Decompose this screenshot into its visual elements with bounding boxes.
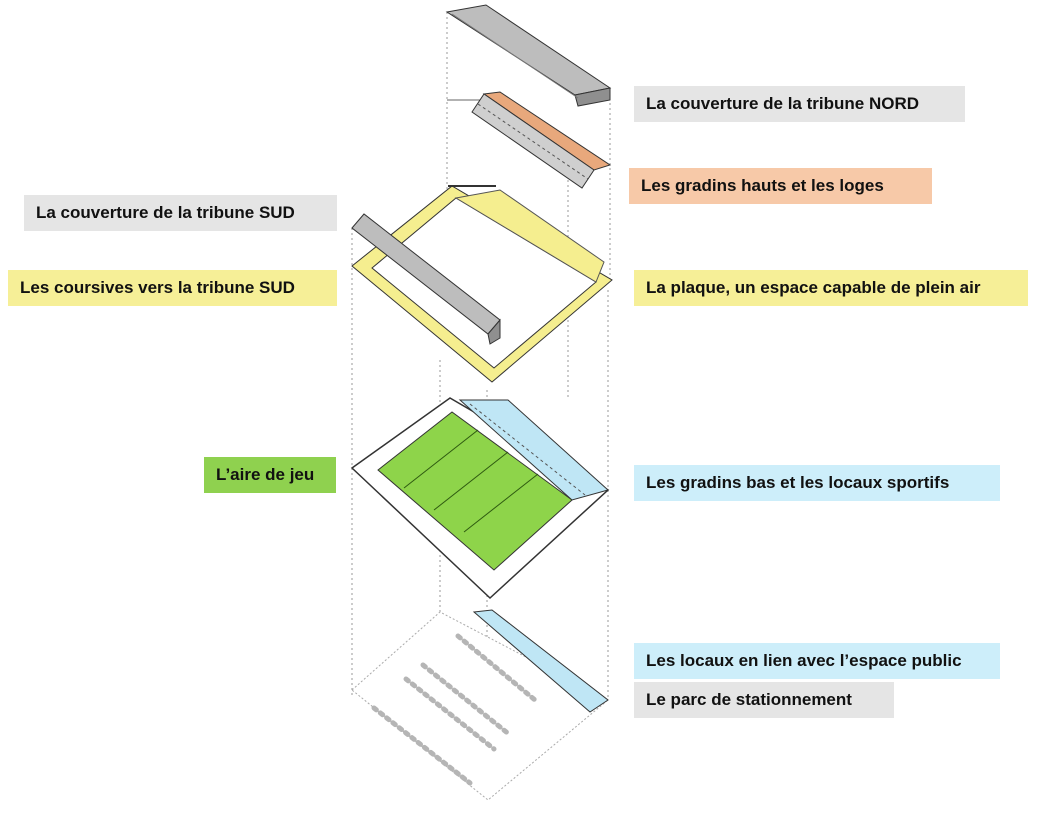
pitch-level <box>350 397 610 600</box>
pitch-line <box>433 451 509 511</box>
south-roof <box>351 213 501 345</box>
parking-row <box>371 705 473 786</box>
public-locaux <box>472 609 609 713</box>
south-roof-edge <box>487 318 501 345</box>
label-public-locaux: Les locaux en lien avec l’espace public <box>634 643 1000 679</box>
north-roof-edge <box>574 87 611 107</box>
label-pitch: L’aire de jeu <box>204 457 336 493</box>
label-walkways: Les coursives vers la tribune SUD <box>8 270 337 306</box>
upper-stands <box>447 91 612 189</box>
label-south-roof: La couverture de la tribune SUD <box>24 195 337 231</box>
label-upper-stands: Les gradins hauts et les loges <box>629 168 932 204</box>
parking-row <box>420 662 513 738</box>
label-north-roof: La couverture de la tribune NORD <box>634 86 965 122</box>
label-plaque: La plaque, un espace capable de plein ai… <box>634 270 1028 306</box>
parking-row <box>403 676 497 752</box>
pitch-line <box>403 429 479 489</box>
lower-stand-rows <box>469 403 586 496</box>
plaque-north-walkway <box>454 189 605 283</box>
parking-slab <box>351 611 609 801</box>
plaque <box>351 185 613 383</box>
pitch-line <box>463 473 539 533</box>
label-lower-stands: Les gradins bas et les locaux sportifs <box>634 465 1000 501</box>
parking-spaces <box>371 633 538 786</box>
north-roof-ridge <box>451 13 579 99</box>
north-roof-top <box>445 4 612 96</box>
parking-level <box>351 609 609 801</box>
lower-stands-locaux <box>458 399 610 501</box>
label-parking: Le parc de stationnement <box>634 682 894 718</box>
upper-stand-rows <box>477 103 589 180</box>
north-roof <box>445 4 612 107</box>
parking-row <box>455 633 538 703</box>
